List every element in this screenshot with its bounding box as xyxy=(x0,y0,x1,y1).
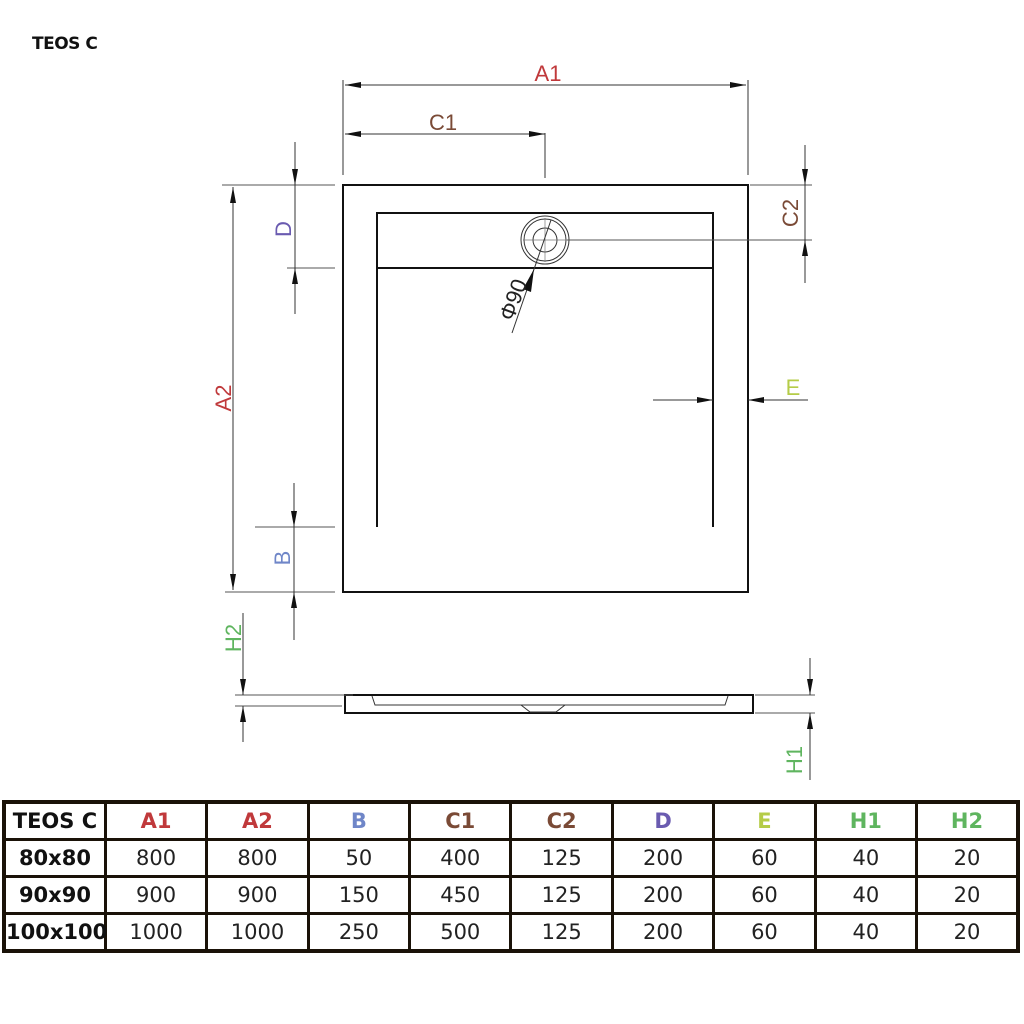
header-A1: A1 xyxy=(103,800,209,841)
header-A2: A2 xyxy=(205,800,310,841)
dim-A1-label: A1 xyxy=(535,61,562,86)
row-size: 80x80 xyxy=(2,838,107,878)
cell-D: 200 xyxy=(610,875,716,915)
cell-C2: 125 xyxy=(509,912,614,953)
header-D: D xyxy=(610,800,716,841)
table-row: 100x100 1000 1000 250 500 125 200 60 40 … xyxy=(2,912,1020,953)
dim-H2-label: H2 xyxy=(221,624,246,652)
dim-E-label: E xyxy=(786,375,801,400)
cell-E: 60 xyxy=(712,875,817,915)
technical-drawing: Φ90 A1 C1 C2 A2 D B E H2 xyxy=(211,61,815,780)
tray-outline xyxy=(342,184,749,593)
cell-E: 60 xyxy=(712,912,817,953)
cell-A1: 900 xyxy=(103,875,209,915)
table-header-row: TEOS C A1 A2 B C1 C2 D E H1 H2 xyxy=(2,800,1020,841)
cell-H1: 40 xyxy=(813,912,919,953)
cell-C1: 400 xyxy=(408,838,513,878)
cell-A1: 800 xyxy=(103,838,209,878)
header-C1: C1 xyxy=(408,800,513,841)
tray-side-view xyxy=(344,694,754,714)
cell-H2: 20 xyxy=(915,875,1020,915)
cell-C1: 450 xyxy=(408,875,513,915)
tray-inner-basin xyxy=(376,212,714,527)
tray-top-view: Φ90 xyxy=(342,184,749,593)
cell-C1: 500 xyxy=(408,912,513,953)
dim-A2-label: A2 xyxy=(211,385,236,412)
cell-H1: 40 xyxy=(813,875,919,915)
table-row: 80x80 800 800 50 400 125 200 60 40 20 xyxy=(2,838,1020,878)
drain-icon xyxy=(520,215,570,265)
header-H2: H2 xyxy=(915,800,1020,841)
drain-diameter-label: Φ90 xyxy=(494,276,532,324)
header-model: TEOS C xyxy=(2,800,107,841)
cell-B: 150 xyxy=(306,875,412,915)
header-B: B xyxy=(306,800,412,841)
dim-D-label: D xyxy=(271,221,296,237)
cell-H1: 40 xyxy=(813,838,919,878)
cell-B: 50 xyxy=(306,838,412,878)
cell-H2: 20 xyxy=(915,912,1020,953)
row-size: 90x90 xyxy=(2,875,107,915)
dim-C1-label: C1 xyxy=(429,110,457,135)
cell-A2: 900 xyxy=(205,875,310,915)
dimensions-table: TEOS C A1 A2 B C1 C2 D E H1 H2 80x80 800… xyxy=(2,800,1020,953)
row-size: 100x100 xyxy=(2,912,107,953)
dim-C2-label: C2 xyxy=(778,199,803,227)
page-title: TEOS C xyxy=(32,34,98,54)
cell-D: 200 xyxy=(610,912,716,953)
header-H1: H1 xyxy=(813,800,919,841)
cell-E: 60 xyxy=(712,838,817,878)
cell-D: 200 xyxy=(610,838,716,878)
cell-C2: 125 xyxy=(509,838,614,878)
cell-A2: 800 xyxy=(205,838,310,878)
cell-H2: 20 xyxy=(915,838,1020,878)
dim-H1-label: H1 xyxy=(782,746,807,774)
cell-A1: 1000 xyxy=(103,912,209,953)
table-row: 90x90 900 900 150 450 125 200 60 40 20 xyxy=(2,875,1020,915)
cell-C2: 125 xyxy=(509,875,614,915)
header-E: E xyxy=(712,800,817,841)
header-C2: C2 xyxy=(509,800,614,841)
cell-A2: 1000 xyxy=(205,912,310,953)
cell-B: 250 xyxy=(306,912,412,953)
dim-B-label: B xyxy=(270,551,295,566)
